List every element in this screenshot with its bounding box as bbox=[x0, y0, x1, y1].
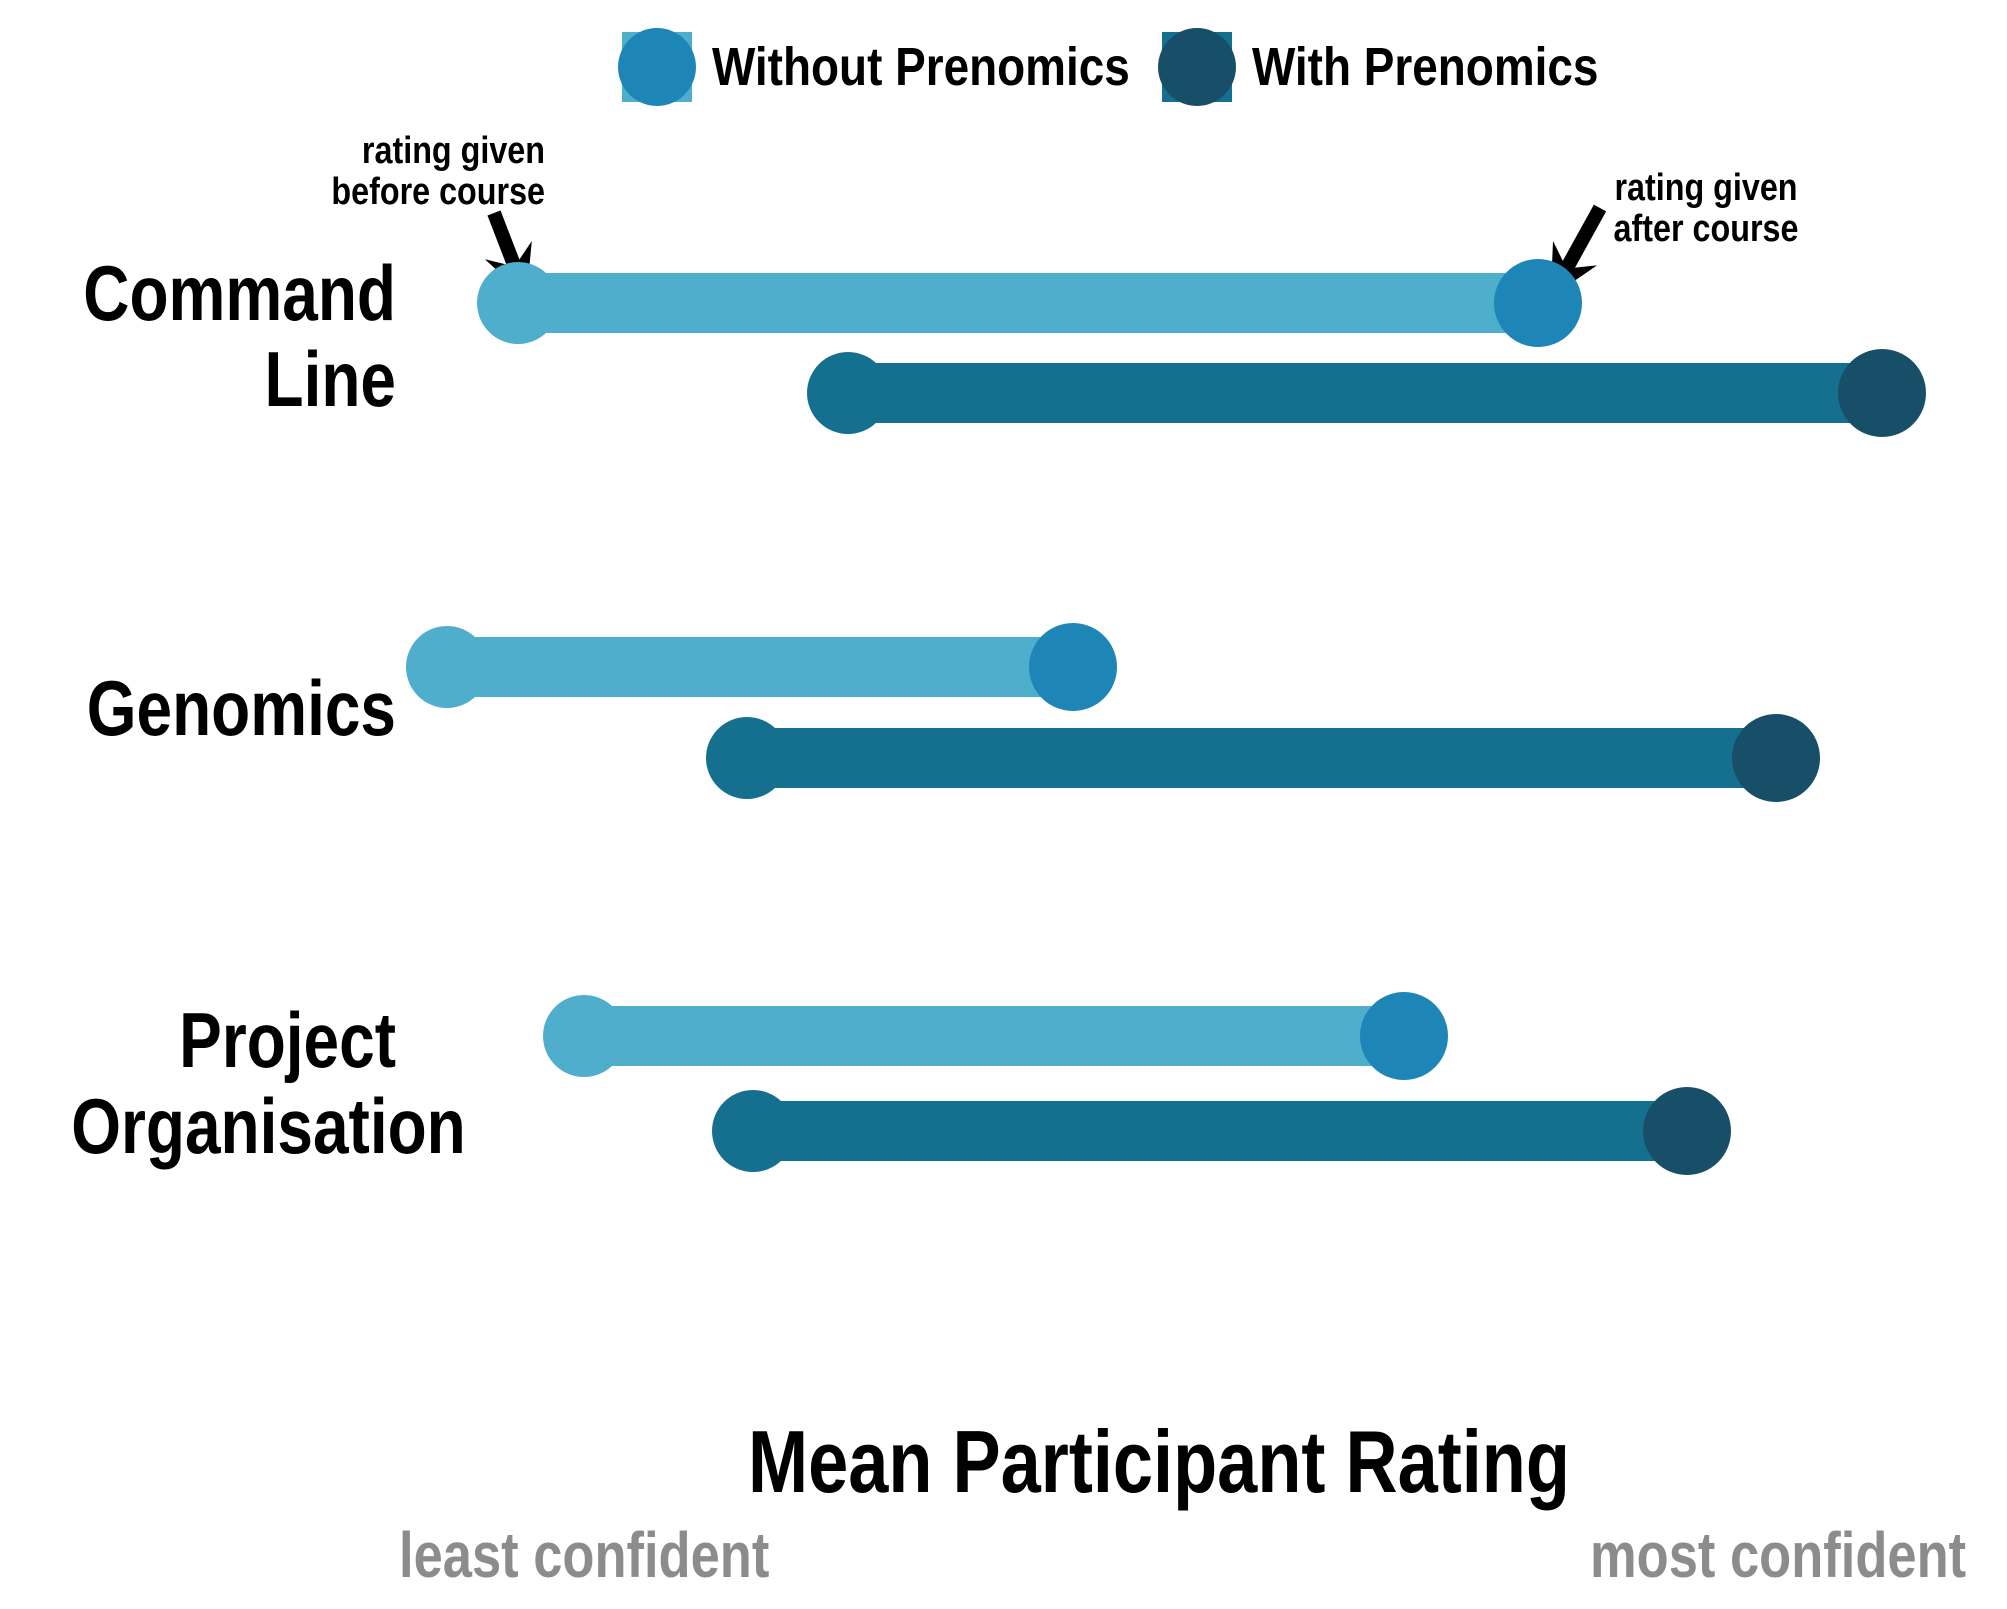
legend-circle-without-icon bbox=[618, 28, 696, 106]
annotation-before-course: rating given before course bbox=[331, 130, 545, 213]
bar-command-line-with-prenomics bbox=[847, 363, 1882, 423]
legend-label-with-prenomics: With Prenomics bbox=[1252, 37, 1599, 97]
row-label-command-line: Command Line bbox=[83, 249, 396, 423]
axis-label-most-confident: most confident bbox=[1590, 1519, 1967, 1591]
bar-project-organisation-with-prenomics bbox=[753, 1101, 1687, 1161]
row-label-genomics: Genomics bbox=[86, 664, 396, 752]
after-dot-project-organisation-with-prenomics bbox=[1642, 1087, 1731, 1175]
before-dot-command-line-with-prenomics bbox=[806, 352, 889, 434]
legend-label-without-prenomics: Without Prenomics bbox=[712, 37, 1130, 97]
bar-genomics-without-prenomics bbox=[446, 637, 1073, 697]
legend-circle-with-icon bbox=[1158, 28, 1236, 106]
bar-project-organisation-without-prenomics bbox=[584, 1006, 1405, 1066]
bar-command-line-without-prenomics bbox=[517, 273, 1538, 333]
axis-title: Mean Participant Rating bbox=[748, 1412, 1570, 1511]
annotation-after-course: rating given after course bbox=[1613, 167, 1799, 250]
legend-mark-with-prenomics bbox=[1158, 28, 1236, 106]
after-dot-command-line-without-prenomics bbox=[1493, 259, 1582, 347]
before-dot-genomics-without-prenomics bbox=[405, 626, 488, 708]
before-dot-command-line-without-prenomics bbox=[476, 262, 559, 344]
before-dot-project-organisation-with-prenomics bbox=[712, 1090, 795, 1172]
before-dot-project-organisation-without-prenomics bbox=[543, 995, 626, 1077]
after-dot-genomics-with-prenomics bbox=[1732, 714, 1821, 802]
after-dot-genomics-without-prenomics bbox=[1028, 623, 1117, 711]
after-dot-project-organisation-without-prenomics bbox=[1360, 992, 1449, 1080]
after-dot-command-line-with-prenomics bbox=[1837, 349, 1926, 437]
bar-genomics-with-prenomics bbox=[747, 728, 1777, 788]
before-dot-genomics-with-prenomics bbox=[706, 717, 789, 799]
axis-label-least-confident: least confident bbox=[399, 1519, 770, 1591]
legend-mark-without-prenomics bbox=[618, 28, 696, 106]
